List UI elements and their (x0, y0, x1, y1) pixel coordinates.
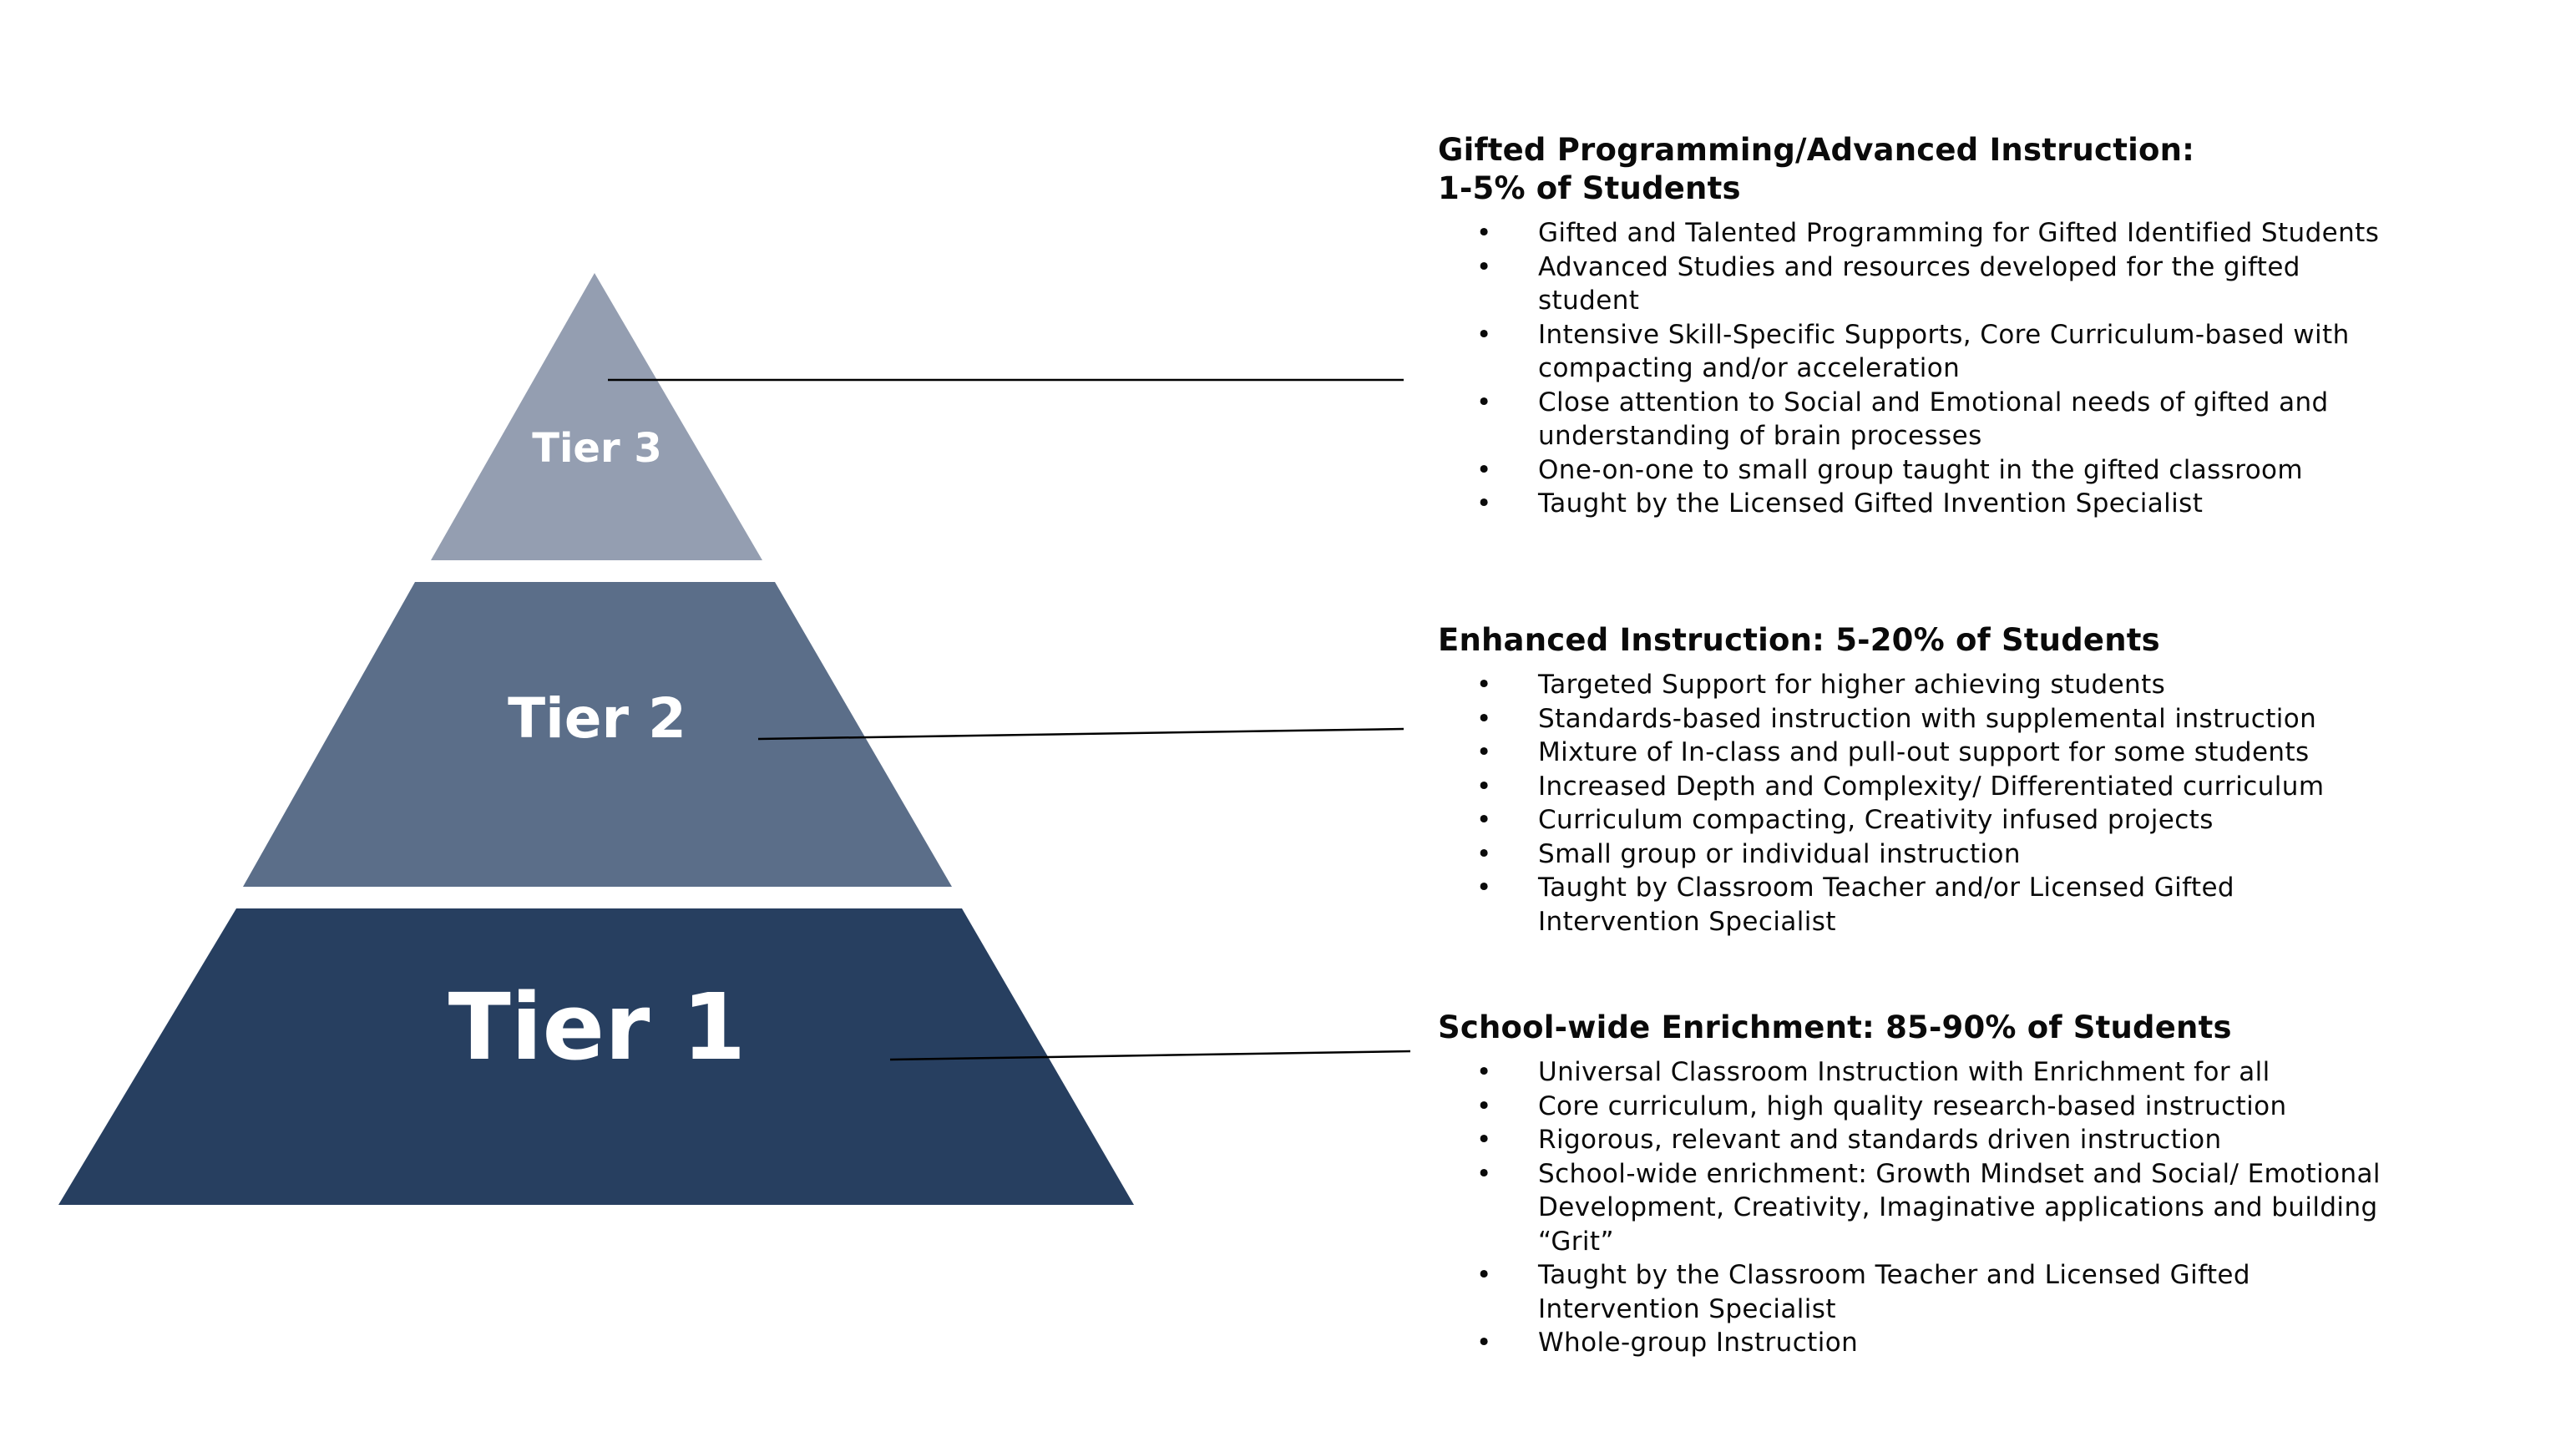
tier-3-description: Gifted Programming/Advanced Instruction:… (1438, 131, 2482, 521)
tier-3-shape (431, 273, 762, 560)
tier-2-bullet-list: Targeted Support for higher achieving st… (1438, 668, 2482, 939)
tier-1-connector-line (889, 1050, 1411, 1061)
tier-3-heading-line-2: 1-5% of Students (1438, 170, 1741, 206)
tier-2-shape (243, 582, 952, 887)
tier-1-heading: School-wide Enrichment: 85-90% of Studen… (1438, 1009, 2482, 1047)
list-item: Close attention to Social and Emotional … (1438, 386, 2398, 453)
tier-2-heading-line-1: Enhanced Instruction: 5-20% of Students (1438, 622, 2160, 658)
list-item: Gifted and Talented Programming for Gift… (1438, 216, 2398, 250)
list-item: Mixture of In-class and pull-out support… (1438, 736, 2398, 770)
list-item: Targeted Support for higher achieving st… (1438, 668, 2398, 702)
list-item: Intensive Skill-Specific Supports, Core … (1438, 318, 2398, 386)
tier-2-heading: Enhanced Instruction: 5-20% of Students (1438, 621, 2482, 660)
tier-1-label: Tier 1 (448, 974, 746, 1080)
list-item: Whole-group Instruction (1438, 1326, 2398, 1360)
list-item: Universal Classroom Instruction with Enr… (1438, 1055, 2398, 1090)
tier-1-shape (58, 908, 1134, 1205)
tier-2-label: Tier 2 (508, 686, 686, 751)
tier-3-heading-line-1: Gifted Programming/Advanced Instruction: (1438, 132, 2195, 168)
tier-3-label: Tier 3 (532, 425, 662, 472)
list-item: Advanced Studies and resources developed… (1438, 250, 2398, 318)
tier-1-description: School-wide Enrichment: 85-90% of Studen… (1438, 1009, 2482, 1360)
list-item: One-on-one to small group taught in the … (1438, 453, 2398, 488)
list-item: School-wide enrichment: Growth Mindset a… (1438, 1157, 2398, 1259)
tier-1-bullet-list: Universal Classroom Instruction with Enr… (1438, 1055, 2482, 1360)
list-item: Curriculum compacting, Creativity infuse… (1438, 803, 2398, 837)
tier-3-bullet-list: Gifted and Talented Programming for Gift… (1438, 216, 2482, 521)
tier-2-connector-line (757, 727, 1404, 741)
tier-1-heading-line-1: School-wide Enrichment: 85-90% of Studen… (1438, 1009, 2232, 1045)
tier-3-heading: Gifted Programming/Advanced Instruction:… (1438, 131, 2482, 208)
list-item: Taught by the Classroom Teacher and Lice… (1438, 1258, 2398, 1326)
list-item: Increased Depth and Complexity/ Differen… (1438, 770, 2398, 804)
tier-2-description: Enhanced Instruction: 5-20% of Students … (1438, 621, 2482, 939)
list-item: Taught by the Licensed Gifted Invention … (1438, 487, 2398, 521)
list-item: Taught by Classroom Teacher and/or Licen… (1438, 871, 2398, 939)
list-item: Standards-based instruction with supplem… (1438, 702, 2398, 736)
list-item: Small group or individual instruction (1438, 837, 2398, 872)
list-item: Core curriculum, high quality research-b… (1438, 1090, 2398, 1124)
list-item: Rigorous, relevant and standards driven … (1438, 1123, 2398, 1157)
